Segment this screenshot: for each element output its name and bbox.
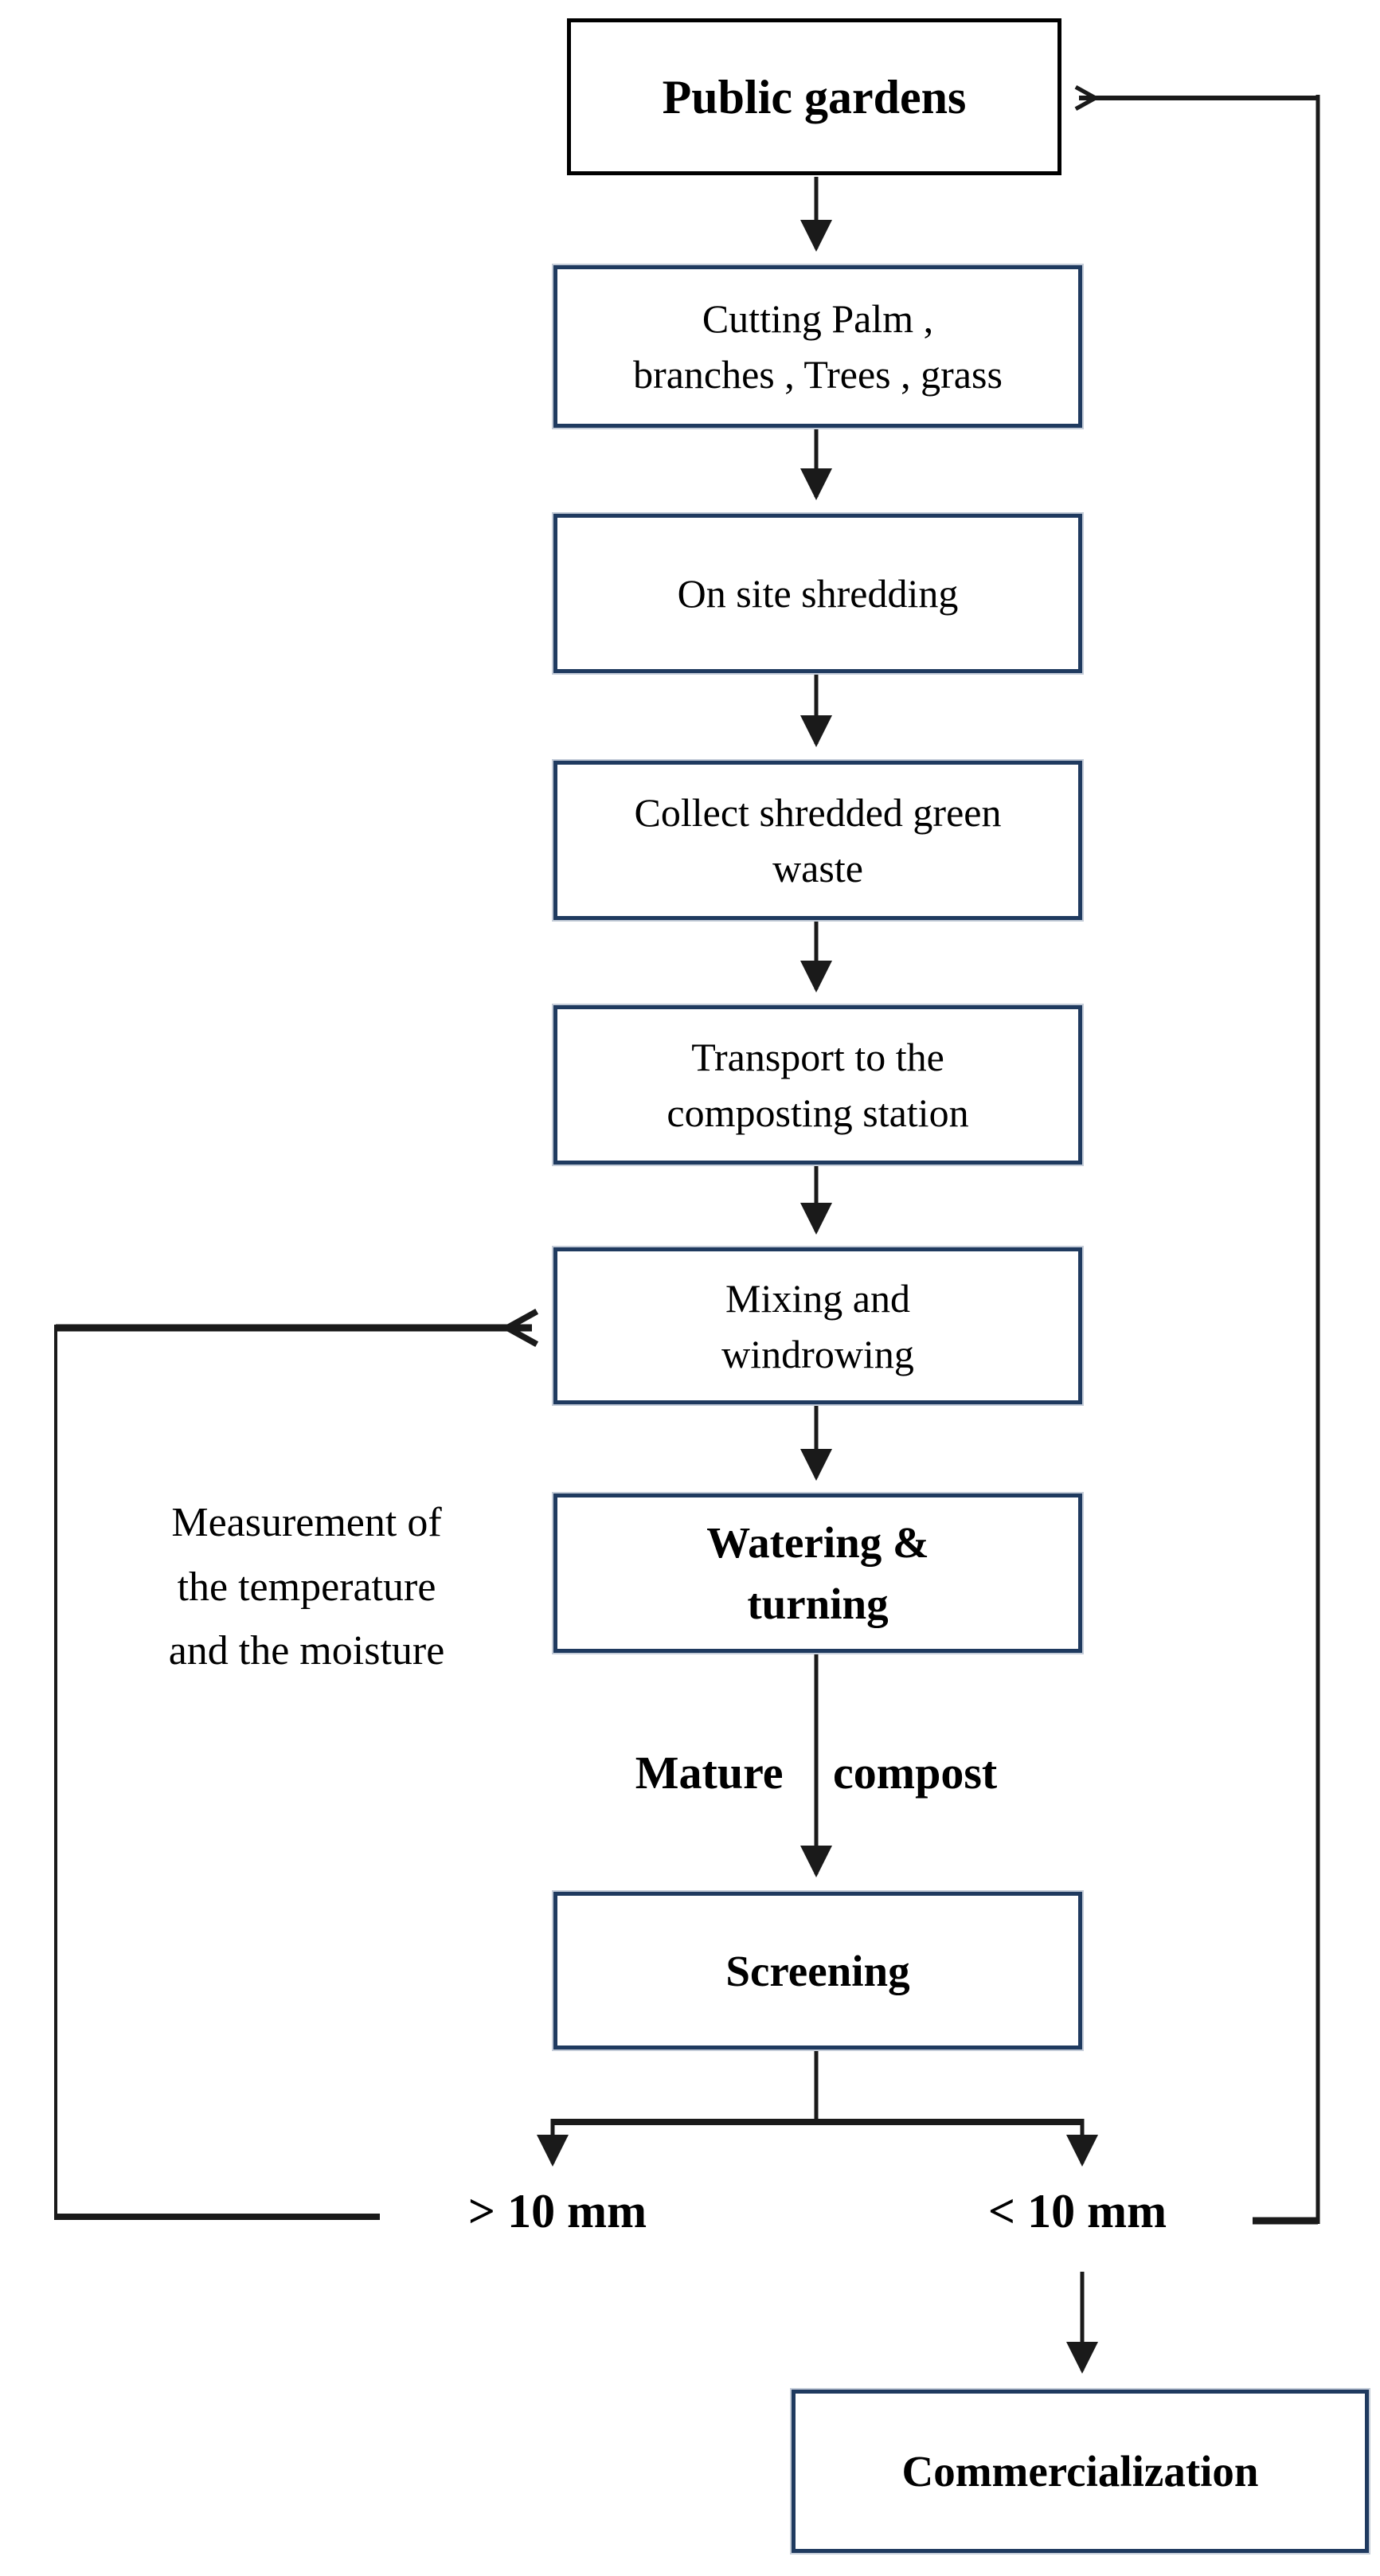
node-commercialization: Commercialization [792, 2390, 1369, 2553]
node-mixing-and-windrowing: Mixing and windrowing [553, 1247, 1082, 1404]
node-transport-to-composting-station: Transport to the composting station [553, 1005, 1082, 1165]
mature-compost-label: Mature compost [635, 1747, 998, 1799]
node-collect-shredded-green-waste: Collect shredded green waste [553, 761, 1082, 920]
measurement-note: Measurement of the temperature and the m… [168, 1500, 445, 1674]
node-public-gardens: Public gardens [567, 18, 1061, 175]
node-screening: Screening [553, 1892, 1082, 2049]
node-cutting-palm-branches: Cutting Palm , branches , Trees , grass [553, 265, 1082, 428]
oversize-branch-label: > 10 mm [467, 2185, 647, 2237]
node-on-site-shredding: On site shredding [553, 514, 1082, 673]
node-watering-and-turning: Watering & turning [553, 1494, 1082, 1653]
undersize-branch-label: < 10 mm [987, 2185, 1167, 2237]
